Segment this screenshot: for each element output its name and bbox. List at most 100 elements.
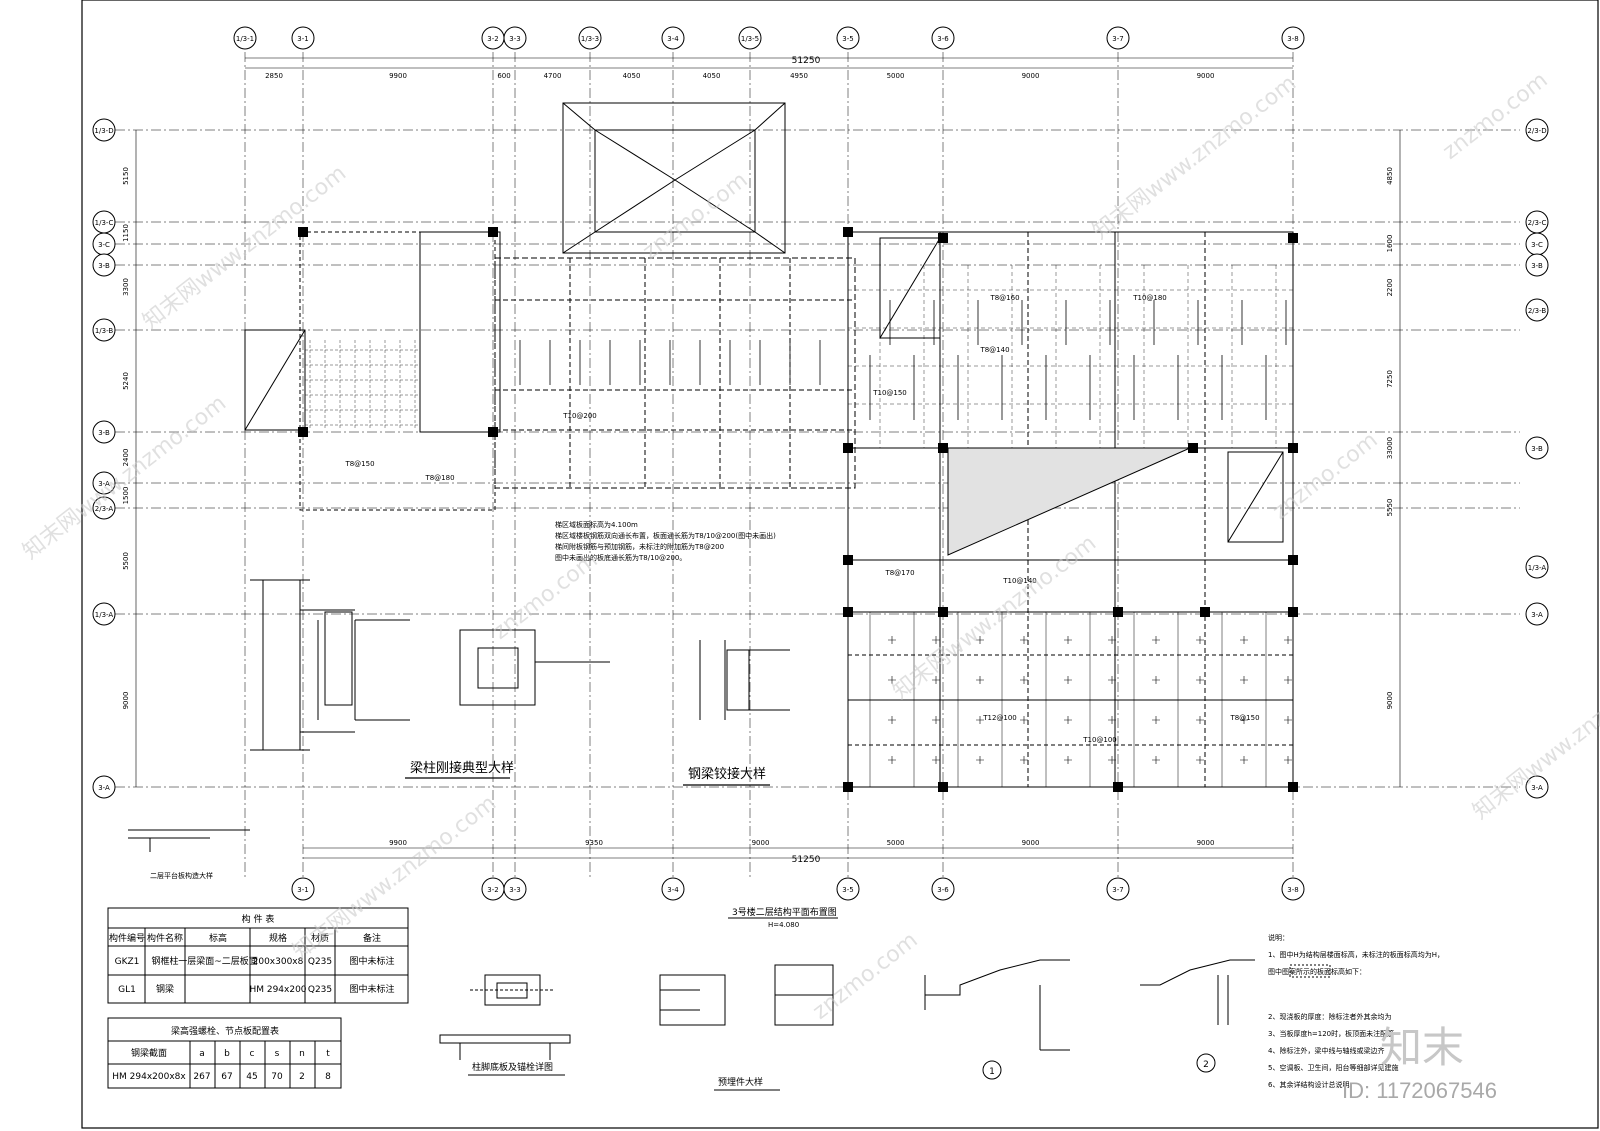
right-axis-bubble-3-label: 3-B — [1531, 262, 1543, 270]
notes-line: 4、除标注外，梁中线与轴线或梁边齐 — [1268, 1046, 1384, 1055]
top-axis-bubble-1-label: 3-1 — [297, 35, 308, 43]
top-axis-bubble-8-label: 3-6 — [937, 35, 949, 43]
general-notes: 说明：1、图中H为结构层楼面标高，未标注的板面标高均为H，图中图案所示的板面标高… — [1268, 933, 1444, 1089]
steel-column — [1200, 607, 1210, 617]
top-axis-bubble-8 — [931, 26, 955, 50]
watermark: znzmo.com — [638, 168, 752, 265]
notes-line: 1、图中H为结构层楼面标高，未标注的板面标高均为H， — [1268, 950, 1444, 959]
bottom-axis-bubble-0-label: 3-1 — [297, 886, 308, 894]
platform-detail-title: 二层平台板构造大样 — [150, 871, 213, 880]
bottom-axis-bubble-4-label: 3-5 — [842, 886, 853, 894]
left-dimension: 5150 — [122, 167, 130, 185]
bolt-table-cell: 2 — [299, 1072, 305, 1082]
right-axis-bubble-8-label: 3-A — [1531, 784, 1543, 792]
roof-outline — [562, 102, 786, 254]
top-axis-bubble-7-label: 3-5 — [842, 35, 853, 43]
hinge-connection-detail — [699, 640, 790, 720]
bottom-axis-bubble-0 — [291, 877, 315, 901]
slab-note-4: 图中未画出的板底通长筋为T8/10@200。 — [555, 553, 686, 562]
component-table-cell: 200x300x8 — [253, 957, 304, 967]
slab-reinforcement-label: T8@150 — [1229, 714, 1259, 722]
right-dimension: 4850 — [1386, 167, 1394, 185]
component-table-header: 规格 — [269, 932, 287, 944]
bottom-axis-bubble-3 — [661, 877, 685, 901]
steel-column — [843, 607, 853, 617]
notes-line: 5、空调板、卫生间，阳台等细部详见建施 — [1268, 1063, 1398, 1072]
bottom-axis-bubble-1-label: 3-2 — [487, 886, 498, 894]
bolt-table-cell: 45 — [246, 1072, 257, 1082]
top-axis-bubble-3-label: 3-3 — [509, 35, 520, 43]
right-axis-bubble-3 — [1525, 253, 1549, 277]
watermark: znzmo.com — [808, 928, 922, 1025]
bolt-table-header: 钢梁截面 — [131, 1047, 167, 1059]
top-axis-bubble-4 — [578, 26, 602, 50]
notes-line: 3、当板厚度h=120时，板顶面未注配筋 — [1268, 1029, 1394, 1038]
column-base-detail — [439, 974, 571, 1060]
top-axis-bubble-6 — [738, 26, 762, 50]
right-dimension: 33000 — [1386, 437, 1394, 459]
image-id-label: ID: 1172067546 — [1342, 1078, 1497, 1103]
plan-elevation: H=4.080 — [768, 921, 799, 929]
bottom-axis-bubble-2-label: 3-3 — [509, 886, 520, 894]
right-axis-bubbles: 2/3-D2/3-C3-C3-B2/3-B3-B1/3-A3-A3-A — [1525, 118, 1549, 799]
top-dimension: 5000 — [887, 72, 905, 80]
top-axis-bubble-7 — [836, 26, 860, 50]
right-axis-bubble-7-label: 3-A — [1531, 611, 1543, 619]
slab-notes: 梯区域板面标高为4.100m 梯区域楼板钢筋双向通长布置，板面通长筋为T8/10… — [555, 520, 776, 562]
right-axis-bubble-6-label: 1/3-A — [1528, 564, 1547, 572]
bolt-table-cell: 267 — [193, 1072, 210, 1082]
steel-column — [938, 233, 948, 243]
right-axis-bubble-6 — [1525, 555, 1549, 579]
right-axis-bubble-1-label: 2/3-C — [1528, 219, 1547, 227]
left-axis-bubble-1-label: 1/3-C — [95, 219, 114, 227]
embedded-plate-detail — [659, 964, 834, 1026]
corridor-slab — [494, 257, 856, 489]
left-axis-bubble-2-label: 3-C — [98, 241, 110, 249]
left-stair-core — [419, 231, 501, 433]
left-axis-bubble-7-label: 2/3-A — [95, 505, 114, 513]
bottom-dimension: 9350 — [585, 839, 603, 847]
component-table-cell: GKZ1 — [115, 957, 140, 967]
top-axis-bubble-1 — [291, 26, 315, 50]
left-axis-bubble-0-label: 1/3-D — [94, 127, 113, 135]
stair-detail-1 — [924, 959, 1070, 1080]
steel-column — [843, 555, 853, 565]
left-dimension: 1500 — [122, 487, 130, 505]
bottom-dimension: 9000 — [1197, 839, 1215, 847]
left-axis-bubble-6-label: 3-A — [98, 480, 110, 488]
overall-dimension-bottom: 51250 — [792, 855, 821, 865]
bottom-dimension: 9900 — [389, 839, 407, 847]
notes-line: 说明： — [1268, 933, 1289, 942]
left-axis-bubble-9-label: 3-A — [98, 784, 110, 792]
overall-dimension-top: 51250 — [792, 56, 821, 66]
top-axis-bubble-10 — [1281, 26, 1305, 50]
rigid-detail-title: 梁柱刚接典型大样 — [410, 760, 514, 776]
right-axis-bubble-8 — [1525, 775, 1549, 799]
component-table-header: 构件编号 — [109, 932, 145, 944]
steel-column — [1188, 443, 1198, 453]
left-wing-slab — [299, 231, 496, 511]
steel-column — [1113, 782, 1123, 792]
left-axis-bubble-5-label: 3-B — [98, 429, 110, 437]
bottom-axis-bubble-4 — [836, 877, 860, 901]
left-axis-bubble-8-label: 1/3-A — [95, 611, 114, 619]
slab-note-1: 梯区域板面标高为4.100m — [555, 520, 638, 529]
component-table-cell: 钢梁 — [156, 983, 174, 995]
slab-reinforcement-label: T8@140 — [979, 346, 1009, 354]
bottom-dimension: 5000 — [887, 839, 905, 847]
watermark: 知末网www.znzmo.com — [1468, 651, 1600, 825]
top-axis-bubble-5-label: 3-4 — [667, 35, 679, 43]
top-axis-bubble-9-label: 3-7 — [1112, 35, 1123, 43]
top-dimension: 600 — [497, 72, 510, 80]
stair-detail-1-label: 1 — [989, 1067, 995, 1077]
bottom-dimension: 9000 — [1022, 839, 1040, 847]
right-axis-bubble-4-label: 2/3-B — [1528, 307, 1547, 315]
notes-line: 6、其余详结构设计总说明。 — [1268, 1080, 1356, 1089]
component-table-cell: Q235 — [308, 957, 332, 967]
watermark: 知末网www.znzmo.com — [888, 531, 1101, 705]
steel-column — [1288, 782, 1298, 792]
